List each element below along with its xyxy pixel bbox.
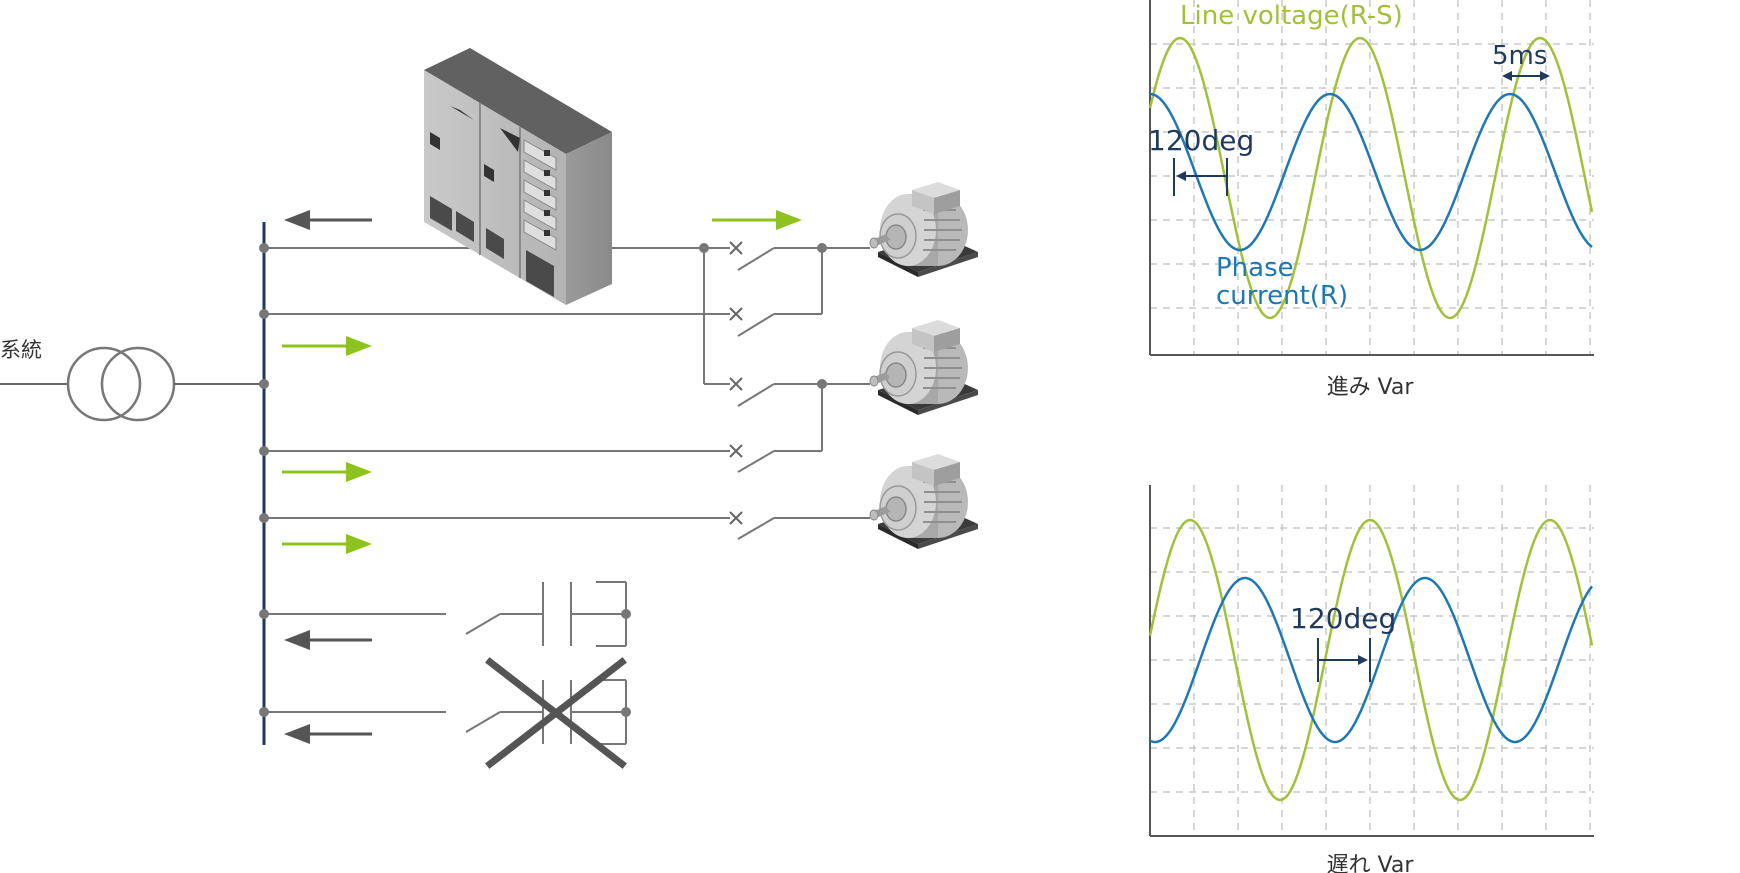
single-line-diagram: 系統: [0, 48, 979, 769]
phase-mark-label-bottom: 120deg: [1290, 602, 1396, 635]
phase-mark-label-top: 120deg: [1148, 124, 1254, 157]
phase-mark-arrow-top: [1173, 158, 1228, 196]
waveform-top-grid: [1150, 0, 1594, 355]
waveform-bottom-current-curve: [1149, 576, 1594, 744]
gray-arrow-left: [284, 210, 372, 230]
time-mark-label: 5ms: [1492, 41, 1547, 71]
waveform-top: Line voltage(R-S) Phase current(R) 5ms 1…: [1148, 0, 1594, 400]
crossed-out-icon: [485, 657, 627, 769]
green-arrow-right: [282, 534, 372, 554]
electric-motor-icon: [869, 181, 979, 278]
waveform-bottom-grid: [1150, 485, 1594, 836]
capacitor-symbol-icon: [541, 580, 573, 648]
green-arrow-right: [282, 462, 372, 482]
gray-arrow-left: [284, 630, 372, 650]
waveform-bottom: 120deg 遅れ Var: [1148, 485, 1594, 873]
transformer-symbol-icon: [66, 346, 142, 422]
breaker-marks: [729, 241, 743, 525]
junction-dots: [259, 243, 827, 717]
phase-mark-arrow-bottom: [1317, 638, 1371, 682]
caption-top: 進み Var: [1327, 375, 1415, 400]
electric-motor-icon: [869, 319, 979, 416]
caption-bottom: 遅れ Var: [1327, 853, 1415, 873]
gray-arrow-left: [284, 724, 372, 744]
waveform-bottom-voltage-curve: [1148, 518, 1594, 802]
time-mark-arrow: [1502, 71, 1550, 81]
waveform-top-current-curve: [1149, 92, 1593, 252]
source-label: 系統: [0, 338, 42, 362]
flow-arrows: [282, 210, 802, 744]
green-arrow-right: [282, 336, 372, 356]
green-arrow-right: [712, 210, 802, 230]
electric-motor-icon: [869, 453, 979, 550]
switchgear-cabinet-icon: [424, 48, 612, 305]
feeder-lines: [264, 247, 870, 745]
transformer-winding-icon: [100, 346, 176, 422]
current-label-line1: Phase: [1216, 253, 1294, 283]
current-label-line2: current(R): [1216, 281, 1348, 311]
voltage-label: Line voltage(R-S): [1180, 1, 1403, 31]
